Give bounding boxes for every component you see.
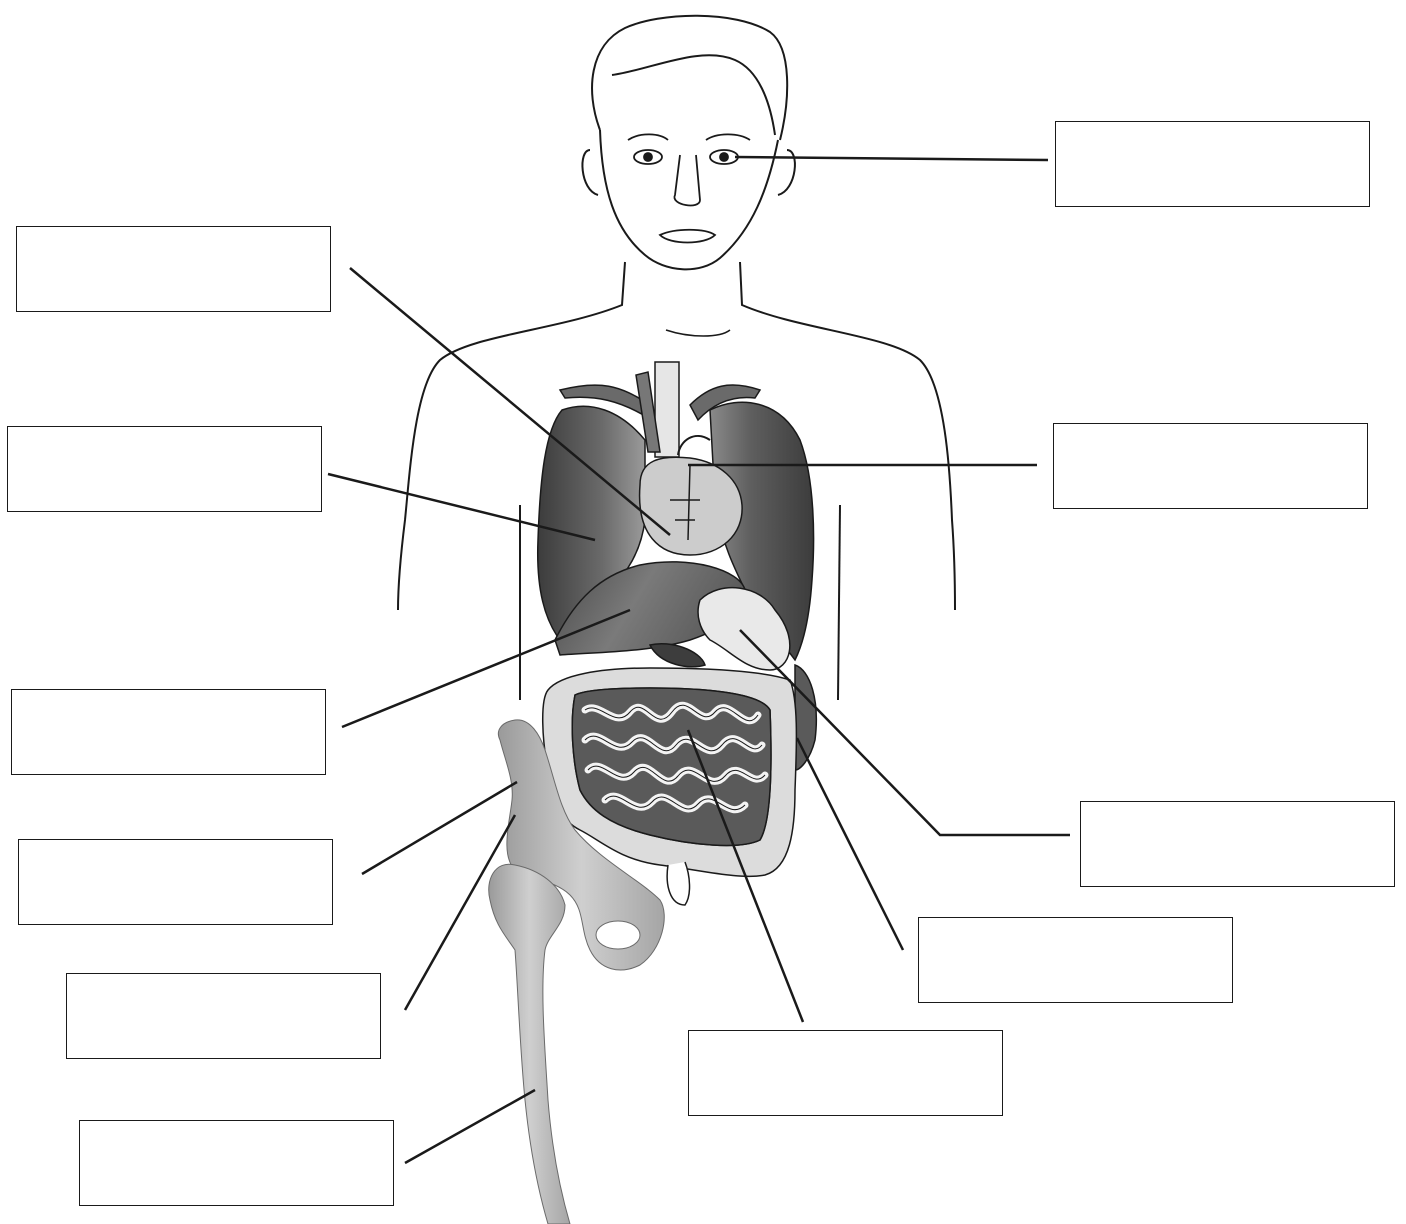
femur <box>489 864 570 1224</box>
label-box-large-intestine[interactable] <box>918 917 1233 1003</box>
label-box-lung[interactable] <box>7 426 322 512</box>
label-box-hip-joint[interactable] <box>66 973 381 1059</box>
label-box-aorta[interactable] <box>1053 423 1368 509</box>
label-box-stomach[interactable] <box>1080 801 1395 887</box>
label-box-femur[interactable] <box>79 1120 394 1206</box>
label-box-eye[interactable] <box>1055 121 1370 207</box>
spleen <box>650 644 705 667</box>
face <box>628 134 750 242</box>
label-box-small-intestine[interactable] <box>688 1030 1003 1116</box>
label-box-liver[interactable] <box>11 689 326 775</box>
label-box-heart[interactable] <box>16 226 331 312</box>
label-box-pelvis[interactable] <box>18 839 333 925</box>
head <box>582 16 794 270</box>
appendix <box>667 862 689 905</box>
